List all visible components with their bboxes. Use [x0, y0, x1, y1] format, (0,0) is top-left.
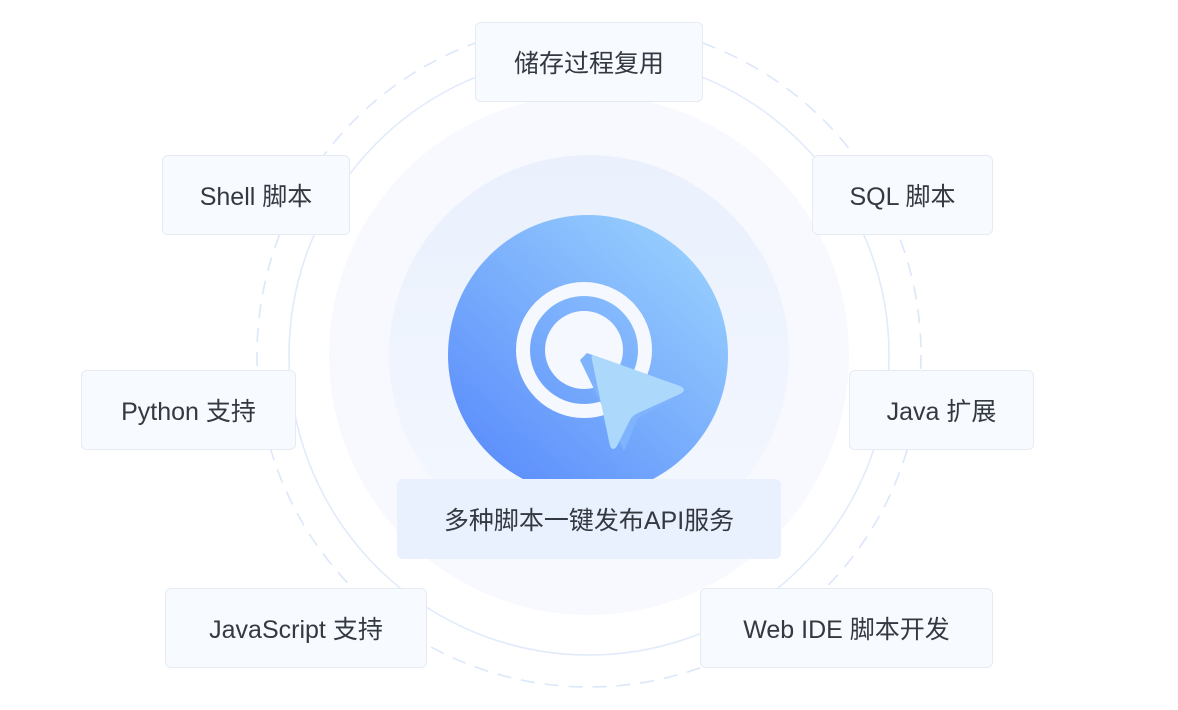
- node-label: Python 支持: [121, 398, 256, 426]
- node-web-ide: Web IDE 脚本开发: [700, 588, 993, 668]
- center-title: 多种脚本一键发布API服务: [397, 479, 781, 559]
- node-stored-procedure: 储存过程复用: [475, 22, 703, 102]
- node-label: SQL 脚本: [849, 183, 956, 211]
- target-cursor-icon: [516, 282, 690, 451]
- node-python: Python 支持: [81, 370, 296, 450]
- node-label: Shell 脚本: [199, 183, 313, 211]
- node-label: JavaScript 支持: [209, 616, 383, 644]
- node-javascript: JavaScript 支持: [165, 588, 427, 668]
- center-title-text: 多种脚本一键发布API服务: [443, 507, 735, 535]
- node-shell: Shell 脚本: [162, 155, 350, 235]
- node-sql: SQL 脚本: [812, 155, 993, 235]
- node-java: Java 扩展: [849, 370, 1034, 450]
- node-label: 储存过程复用: [513, 50, 664, 78]
- node-label: Web IDE 脚本开发: [743, 616, 950, 644]
- node-label: Java 扩展: [886, 398, 997, 426]
